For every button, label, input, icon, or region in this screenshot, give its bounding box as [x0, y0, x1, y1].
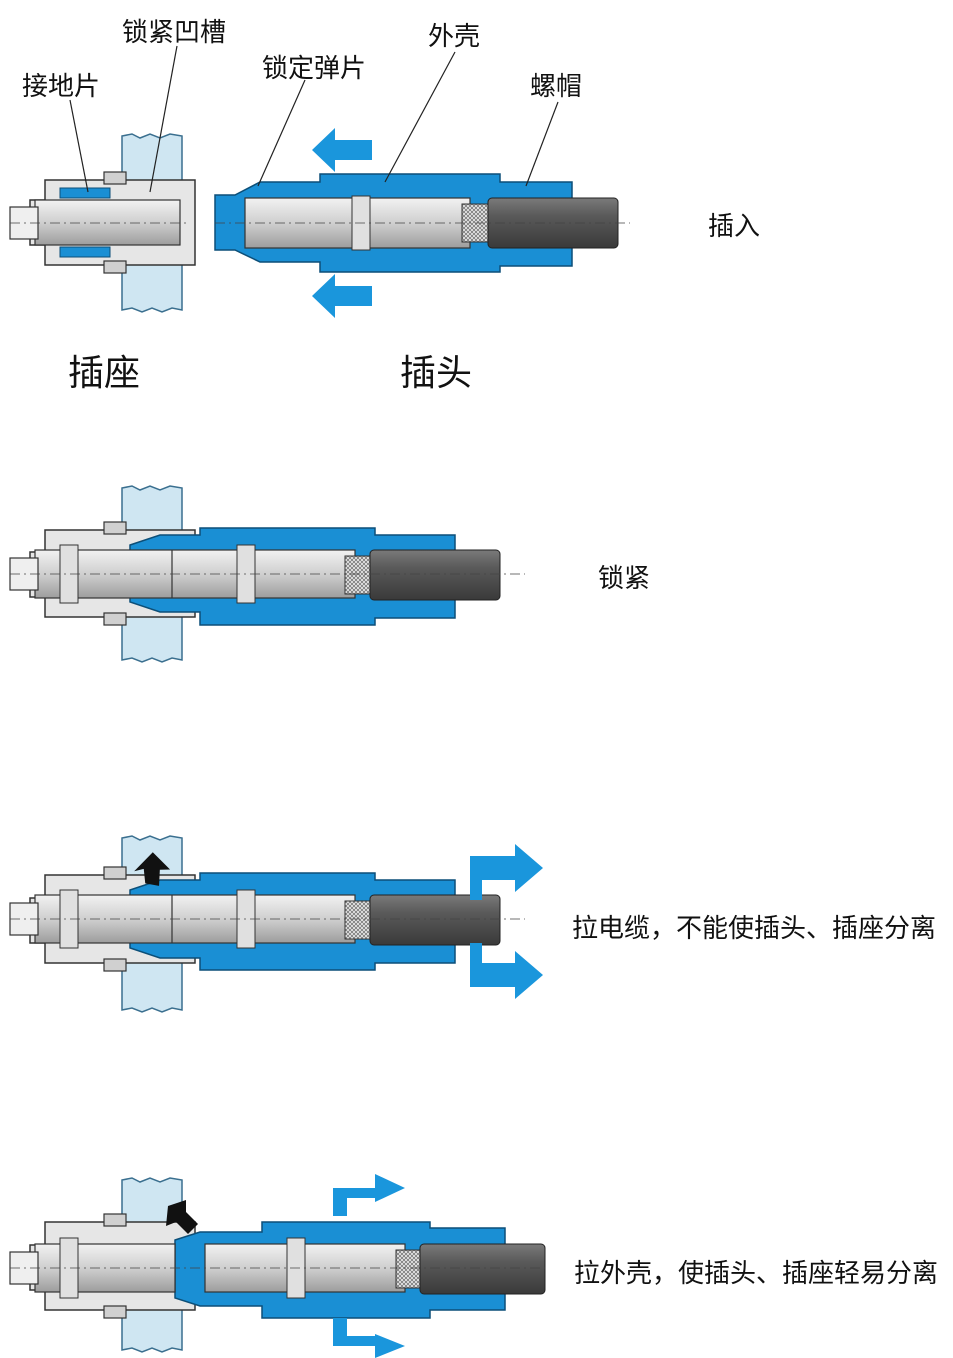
socket-ground-strip — [59, 187, 111, 199]
step3-caption: 拉电缆，不能使插头、插座分离 — [572, 914, 937, 944]
step4-figure — [9, 1174, 546, 1358]
leader-locking-spring — [257, 79, 306, 187]
socket-insulator — [34, 199, 181, 246]
step3-figure — [9, 835, 543, 1013]
leader-locking-groove — [149, 45, 178, 193]
pull-arrow-top — [470, 844, 543, 900]
socket-nut-top — [103, 866, 127, 880]
socket-nut-bottom — [103, 612, 127, 626]
label-nut: 螺帽 — [530, 72, 583, 102]
braid — [395, 1249, 423, 1289]
step1-caption: 插入 — [708, 212, 761, 242]
pull-shell-arrow-bottom — [333, 1318, 405, 1358]
socket-ground-strip-lower — [59, 246, 111, 258]
label-socket: 插座 — [68, 353, 141, 394]
socket-nut-bottom — [103, 260, 127, 274]
socket-nut-top — [103, 521, 127, 535]
lock-arrow-icon — [134, 852, 171, 886]
pull-shell-arrow-top — [333, 1174, 405, 1216]
leader-ground-strip — [69, 99, 89, 193]
label-outer-shell: 外壳 — [428, 22, 481, 52]
unlock-arrow-icon — [166, 1200, 198, 1234]
label-plug: 插头 — [400, 353, 473, 394]
cable — [369, 549, 501, 601]
socket-nut-top — [103, 1213, 127, 1227]
braid — [344, 900, 372, 940]
leader-outer-shell — [384, 51, 456, 183]
label-locking-spring: 锁定弹片 — [262, 54, 367, 84]
leader-nut — [525, 101, 559, 187]
socket-nut-top — [103, 171, 127, 185]
insert-arrow-top — [312, 128, 372, 172]
step2-caption: 锁紧 — [598, 564, 651, 594]
label-ground-strip: 接地片 — [22, 72, 101, 102]
step4-caption: 拉外壳，使插头、插座轻易分离 — [574, 1259, 939, 1289]
step2-figure — [9, 485, 525, 663]
insert-arrow-bottom — [312, 274, 372, 318]
braid — [344, 555, 372, 595]
socket-nut-bottom — [103, 958, 127, 972]
cable — [419, 1243, 546, 1295]
label-locking-groove: 锁紧凹槽 — [122, 18, 227, 48]
socket-nut-bottom — [103, 1305, 127, 1319]
pull-arrow-bottom — [470, 943, 543, 999]
step1-figure — [9, 45, 630, 318]
cable — [369, 894, 501, 946]
